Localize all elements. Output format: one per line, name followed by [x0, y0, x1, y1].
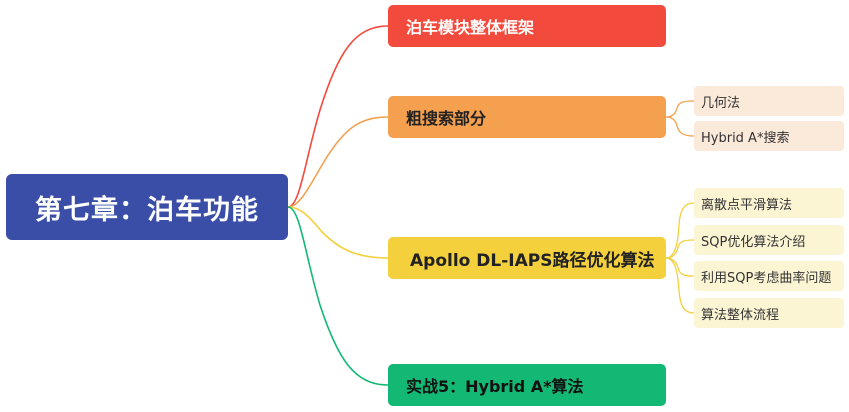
connector-branch-3-leaf-4	[665, 257, 695, 314]
connector-root-branch-3	[287, 206, 389, 259]
root-topic[interactable]: 第七章：泊车功能	[6, 174, 288, 240]
connector-branch-2-leaf-1	[665, 100, 695, 118]
leaf-discrete-smoothing[interactable]: 离散点平滑算法	[694, 188, 844, 218]
branch-apollo-dl-iaps[interactable]: Apollo DL-IAPS路径优化算法	[388, 237, 666, 279]
leaf-sqp-curvature[interactable]: 利用SQP考虑曲率问题	[694, 261, 844, 291]
connector-root-branch-2	[287, 116, 389, 208]
branch-coarse-search[interactable]: 粗搜索部分	[388, 96, 666, 138]
connector-branch-2-leaf-2	[665, 116, 695, 137]
leaf-sqp-intro[interactable]: SQP优化算法介绍	[694, 225, 844, 255]
leaf-hybrid-astar-search[interactable]: Hybrid A*搜索	[694, 121, 844, 151]
connector-branch-3-leaf-1	[665, 202, 695, 259]
connector-root-branch-4	[287, 206, 389, 386]
connector-root-branch-1	[287, 25, 389, 208]
leaf-algorithm-flow[interactable]: 算法整体流程	[694, 298, 844, 328]
leaf-geometric-method[interactable]: 几何法	[694, 86, 844, 116]
connector-branch-3-leaf-3	[665, 257, 695, 277]
connector-branch-3-leaf-2	[665, 239, 695, 259]
branch-parking-framework[interactable]: 泊车模块整体框架	[388, 5, 666, 47]
branch-hybrid-astar-practice[interactable]: 实战5：Hybrid A*算法	[388, 364, 666, 406]
